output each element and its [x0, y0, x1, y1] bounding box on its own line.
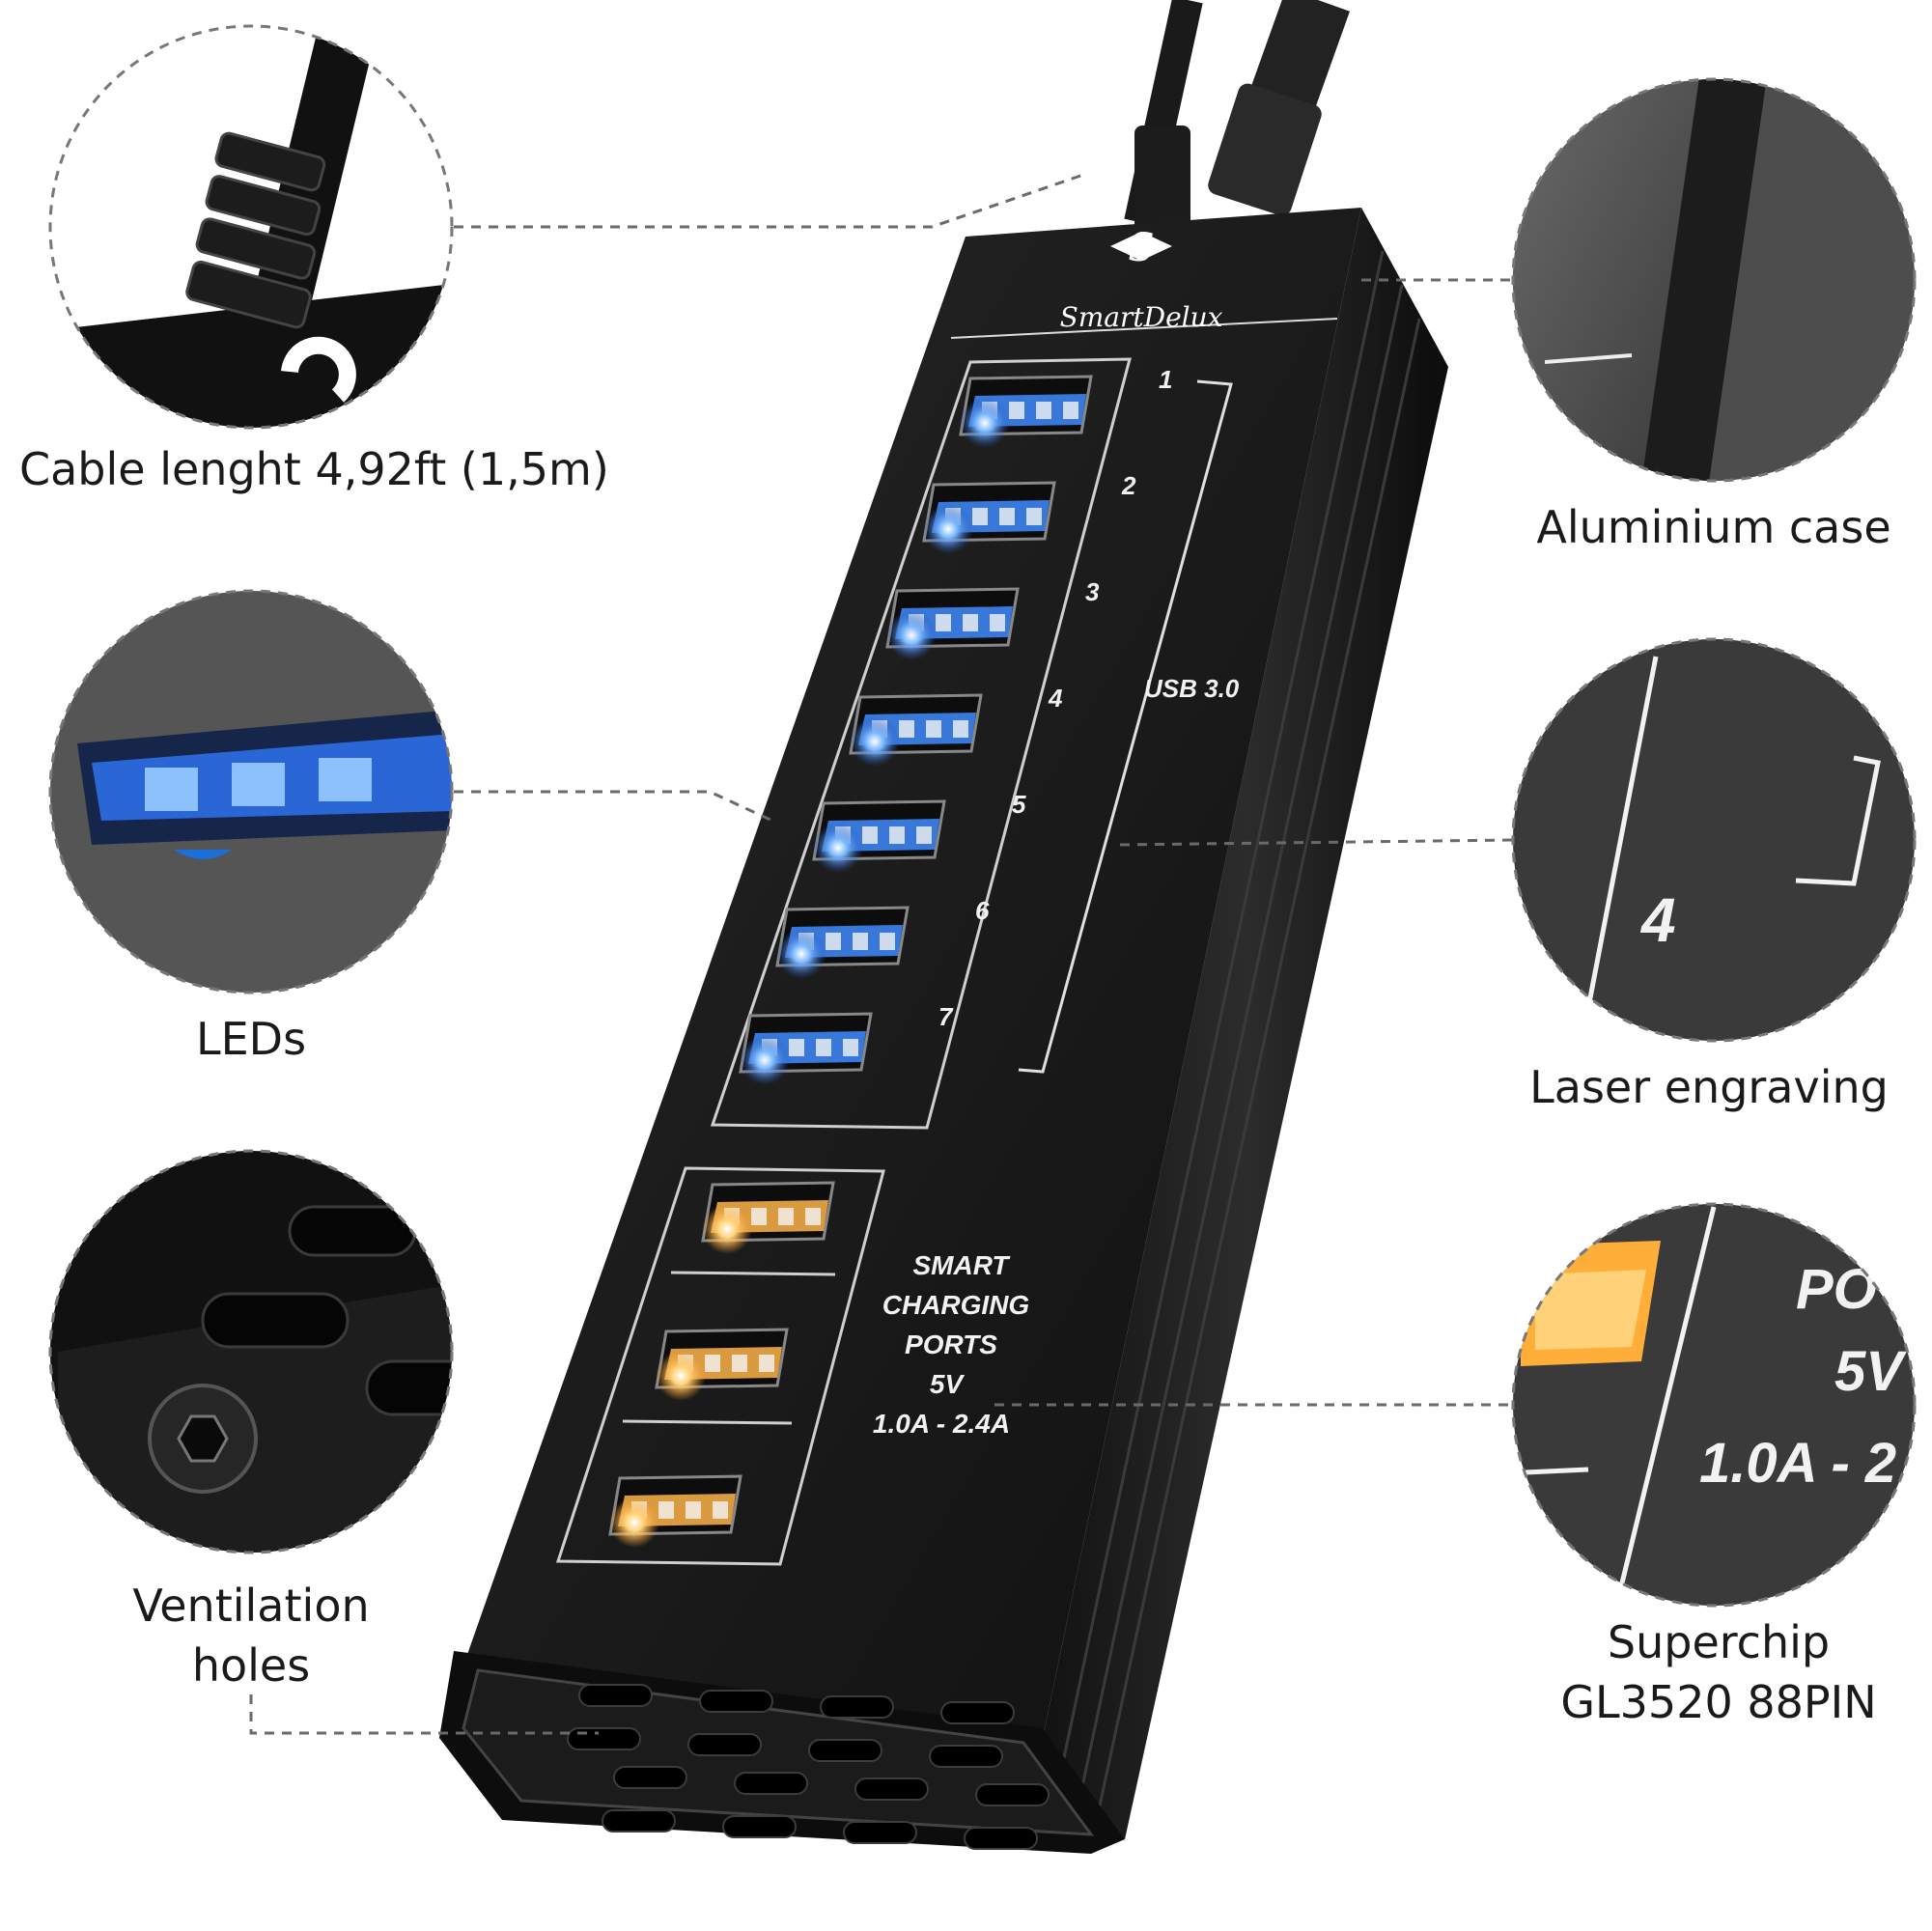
vent-hole: [687, 1733, 762, 1756]
port-number-5: 5: [1012, 790, 1026, 819]
port-number-7: 7: [938, 1002, 954, 1031]
vent-hole: [602, 1809, 676, 1833]
caption-ventilation-line1: Ventilation: [132, 1580, 370, 1632]
charging-port-frame: [555, 1166, 885, 1566]
port-number-6: 6: [975, 896, 990, 925]
laser-engraving-closeup: 4: [1513, 639, 1915, 1041]
caption-leds: LEDs: [195, 1013, 307, 1065]
charging-label-line-4: 5V: [930, 1369, 966, 1399]
data-port-6: [775, 906, 910, 979]
chip-closeup: PO 5V 1.0A - 2: [1513, 1204, 1915, 1606]
caption-engraving: Laser engraving: [1529, 1061, 1889, 1113]
charging-port-2: [655, 1328, 789, 1401]
charging-label: SMART CHARGING PORTS 5V 1.0A - 2.4A: [873, 1250, 1029, 1439]
brand-logo: S: [1110, 226, 1172, 270]
charging-label-line-5: 1.0A - 2.4A: [873, 1409, 1010, 1439]
logo-letter: S: [1128, 226, 1154, 270]
vent-hole: [820, 1695, 894, 1719]
charging-ports: [608, 1181, 835, 1548]
vent-hole: [567, 1727, 641, 1750]
vent-hole: [975, 1783, 1050, 1806]
port-numbers: 1 2 3 4 5 6 7: [938, 365, 1172, 1031]
data-port-5: [812, 799, 946, 873]
vent-hole: [722, 1815, 797, 1838]
data-port-7: [739, 1012, 873, 1085]
data-port-frame: [710, 357, 1132, 1130]
led-glow: [656, 1351, 706, 1401]
leds-closeup: [50, 591, 452, 993]
led-glow: [923, 504, 973, 554]
data-port-4: [849, 693, 983, 767]
charging-label-line-1: SMART: [912, 1250, 1011, 1280]
port-number-2: 2: [1121, 471, 1136, 500]
data-port-2: [922, 481, 1056, 554]
led-glow: [776, 929, 826, 979]
vent-hole: [808, 1739, 882, 1762]
led-glow: [813, 823, 863, 873]
led-glow: [740, 1035, 790, 1085]
led-glow: [960, 398, 1010, 448]
leader-lines: [249, 172, 1514, 1735]
caption-ventilation-line2: holes: [191, 1639, 311, 1692]
aluminium-closeup: [1513, 79, 1915, 481]
chip-sample-line-1: PO: [1796, 1258, 1877, 1321]
led-glow: [702, 1204, 752, 1254]
engraving-sample: 4: [1639, 885, 1676, 955]
chip-sample-line-3: 1.0A - 2: [1699, 1432, 1896, 1495]
vent-hole: [940, 1701, 1015, 1724]
brand-name: SmartDelux: [1060, 301, 1223, 333]
data-port-1: [959, 375, 1093, 448]
usb-label: USB 3.0: [1144, 674, 1240, 703]
port-number-1: 1: [1159, 365, 1172, 394]
chip-sample-line-2: 5V: [1834, 1340, 1907, 1403]
usb-bracket: [1018, 379, 1233, 1074]
vent-hole: [854, 1777, 929, 1801]
charging-label-line-3: PORTS: [905, 1329, 997, 1359]
port-number-4: 4: [1048, 684, 1063, 713]
cable-closeup: [50, 26, 452, 428]
vent-hole: [699, 1690, 773, 1713]
ventilation-holes: [567, 1684, 1050, 1850]
vent-hole: [843, 1821, 917, 1844]
led-glow: [850, 716, 900, 767]
charging-port-3: [608, 1474, 742, 1548]
caption-chip-line2: GL3520 88PIN: [1560, 1676, 1877, 1728]
cables: [1124, 0, 1350, 232]
vent-hole: [613, 1766, 687, 1789]
caption-cable: Cable lenght 4,92ft (1,5m): [19, 443, 609, 495]
led-glow: [609, 1497, 659, 1548]
charging-label-line-2: CHARGING: [882, 1290, 1029, 1320]
vent-hole: [964, 1827, 1038, 1850]
ventilation-closeup: [50, 1151, 452, 1553]
caption-chip-line1: Superchip: [1607, 1616, 1831, 1668]
vent-hole: [929, 1745, 1003, 1768]
led-glow: [886, 610, 937, 660]
charging-port-1: [701, 1181, 835, 1254]
data-port-3: [885, 587, 1020, 660]
vent-hole: [578, 1684, 653, 1707]
vent-hole: [734, 1772, 808, 1795]
data-ports: [739, 375, 1093, 1085]
port-number-3: 3: [1085, 577, 1100, 606]
caption-aluminium: Aluminium case: [1536, 501, 1891, 553]
